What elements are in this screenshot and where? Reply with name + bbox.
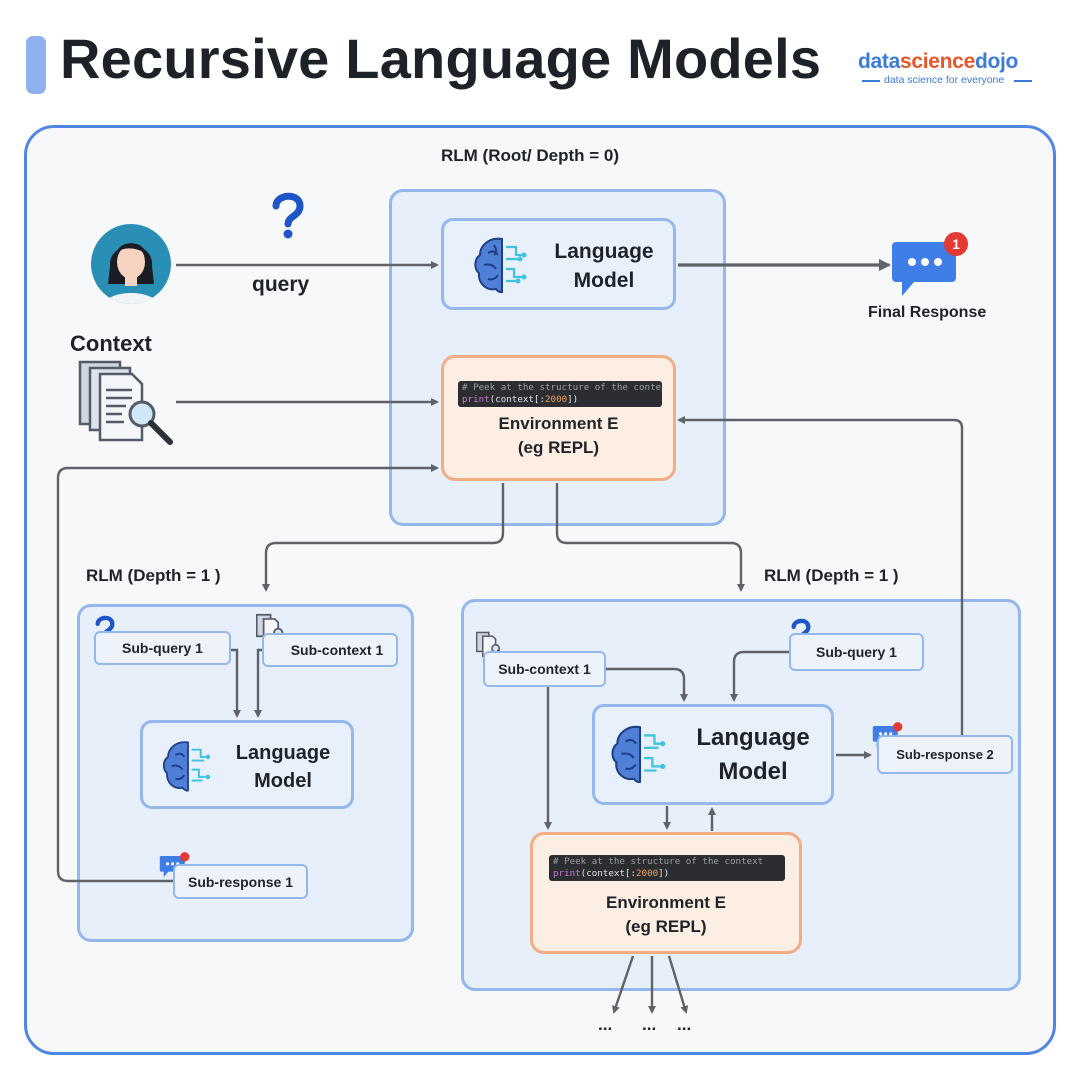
brand-tagline: data science for everyone: [884, 74, 1005, 86]
chat-notification-icon: 1: [892, 232, 968, 296]
env-to-right-rlm: [555, 483, 745, 592]
right-subcontext-arrow: [606, 667, 688, 702]
left-subcontext-arrow: [254, 648, 262, 718]
left-sub-context[interactable]: Sub-context 1: [262, 633, 398, 667]
right-sub-query[interactable]: Sub-query 1: [789, 633, 924, 671]
notification-badge-count: 1: [952, 236, 960, 252]
right-rlm-label: RLM (Depth = 1 ): [764, 566, 899, 585]
logo-rule-left: [862, 80, 880, 82]
env-to-left-rlm: [262, 483, 505, 592]
recursion-arrow-1: [612, 955, 635, 1014]
left-subquery-arrow: [231, 648, 241, 718]
root-env-label: Environment E(eg REPL): [498, 414, 619, 457]
user-avatar-icon: [91, 224, 171, 304]
right-sub-context[interactable]: Sub-context 1: [483, 651, 606, 687]
documents-search-icon: [78, 360, 173, 445]
query-label: query: [252, 273, 310, 296]
context-label: Context: [70, 331, 152, 356]
brain-chip-icon: [162, 741, 211, 792]
page-title: Recursive Language Models: [60, 27, 822, 90]
brand-logo: datasciencedojo: [858, 50, 1019, 73]
brain-chip-icon: [611, 725, 666, 783]
ellipsis-1: ...: [598, 1015, 613, 1034]
ellipsis-2: ...: [642, 1015, 657, 1034]
logo-rule-right: [1014, 80, 1032, 82]
right-sub-response[interactable]: Sub-response 2: [877, 735, 1013, 774]
root-rlm-label: RLM (Root/ Depth = 0): [440, 146, 619, 165]
ellipsis-3: ...: [677, 1015, 692, 1034]
left-sub-response[interactable]: Sub-response 1: [173, 864, 308, 899]
brain-chip-icon: [474, 237, 527, 294]
right-env-label: Environment E(eg REPL): [606, 893, 726, 936]
sub-response-1-return: [56, 464, 439, 883]
title-accent-bar: [26, 36, 46, 94]
right-subquery-arrow: [730, 650, 789, 702]
recursion-arrow-3: [667, 955, 689, 1014]
left-rlm-label: RLM (Depth = 1 ): [86, 566, 221, 585]
question-mark-icon: [272, 192, 304, 239]
final-response-label: Final Response: [868, 304, 987, 321]
sub-response-2-return: [677, 416, 964, 735]
sub-response-chat-icon: [159, 852, 190, 878]
left-sub-query[interactable]: Sub-query 1: [94, 631, 231, 665]
